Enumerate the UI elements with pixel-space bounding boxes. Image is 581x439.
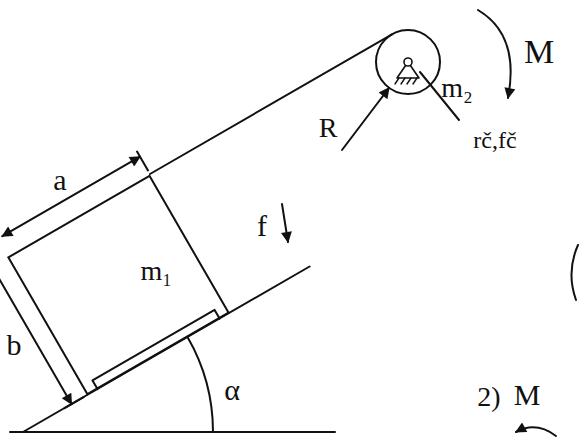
dimension-label: b (7, 330, 22, 360)
partial-arc (571, 245, 578, 300)
ground-line (10, 431, 335, 433)
moment-label: M (524, 35, 554, 69)
radius-label: R (319, 114, 338, 142)
angle-arc (188, 337, 214, 432)
sliding-block: m₁ (7, 174, 230, 395)
dimension-line (2, 157, 140, 237)
bearing-pin (404, 58, 412, 66)
rope (150, 34, 392, 174)
dimension-label: a (53, 165, 66, 195)
support-hatching (395, 78, 417, 84)
dimension-line (0, 266, 72, 405)
friction-arrow (282, 204, 288, 242)
moment-label: M (514, 380, 541, 410)
case-number: 2) (477, 383, 500, 411)
partial-moment-arrow (516, 427, 556, 436)
dimension-tick (137, 152, 148, 171)
dimension-tick (65, 397, 84, 408)
friction-label: f (257, 211, 267, 241)
radius-arrow (342, 88, 389, 150)
bearing-label: rč,fč (473, 128, 516, 152)
incline-surface (23, 267, 310, 433)
moment-arrow (478, 10, 511, 98)
mass-label: m₁ (140, 257, 172, 285)
mass-label: m₂ (441, 74, 473, 102)
angle-label: α (224, 375, 240, 405)
block-foot (93, 310, 220, 389)
